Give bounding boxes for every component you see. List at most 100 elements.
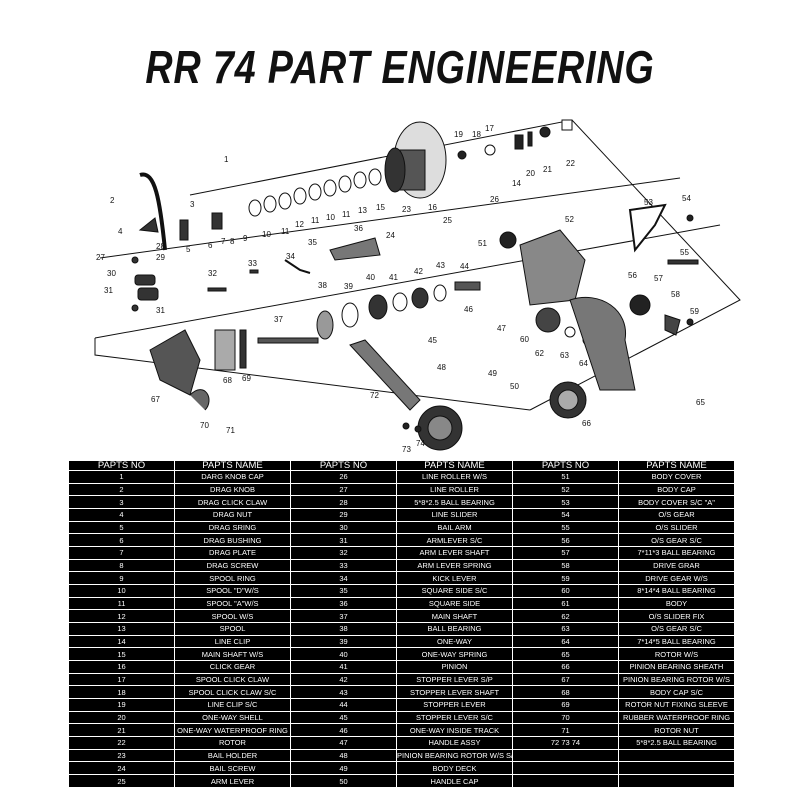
- part-name-cell: ROTOR: [174, 736, 291, 750]
- label-6: 9: [243, 234, 248, 243]
- label-56: 59: [690, 307, 699, 316]
- part-name-cell: RUBBER WATERPROOF RING: [618, 710, 735, 725]
- label-30: 2: [110, 196, 115, 205]
- label-70: 20: [526, 169, 535, 178]
- label-11c: 15: [376, 203, 385, 212]
- part-name-cell: KICK LEVER: [396, 571, 513, 586]
- part-name-cell: DRAG KNOB: [174, 482, 291, 497]
- label-47: 72: [370, 391, 379, 400]
- column-header: PAPTS NAME: [618, 460, 735, 471]
- part-number-cell: 33: [290, 558, 397, 573]
- part-name-cell: BALL BEARING: [396, 622, 513, 636]
- part-number-cell: 14: [68, 634, 175, 649]
- label-12: 10: [326, 213, 335, 222]
- part-name-cell: STOPPER LEVER S/C: [396, 710, 513, 725]
- part-number-cell: 64: [512, 634, 619, 649]
- label-59: 63: [560, 351, 569, 360]
- part-name-cell: STOPPER LEVER S/P: [396, 672, 513, 687]
- part-number-cell: 69: [512, 698, 619, 712]
- part-number-cell: 30: [290, 520, 397, 535]
- part-number-cell: 61: [512, 596, 619, 611]
- part-name-cell: DRAG PLATE: [174, 546, 291, 560]
- label-72: 19: [454, 130, 463, 139]
- label-40: 45: [428, 336, 437, 345]
- label-29: 4: [118, 227, 123, 236]
- label-36: 36: [354, 224, 363, 233]
- part-number-cell: [512, 761, 619, 776]
- part-number-cell: 24: [68, 761, 175, 776]
- part-name-cell: LINE SLIDER: [396, 508, 513, 522]
- label-69: 14: [512, 179, 521, 188]
- part-number-cell: 1: [68, 470, 175, 484]
- column-header: PAPTS NAME: [396, 460, 513, 471]
- part-name-cell: 7*11*3 BALL BEARING: [618, 546, 735, 560]
- part-name-cell: HANDLE CAP: [396, 774, 513, 788]
- label-4: 7: [221, 237, 226, 246]
- column-header: PAPTS NO: [68, 460, 175, 471]
- part-number-cell: 71: [512, 723, 619, 738]
- label-35: 35: [308, 238, 317, 247]
- spool-assembly: [248, 119, 573, 217]
- label-54: 56: [628, 271, 637, 280]
- rotor-assembly: [149, 281, 481, 411]
- label-31: 27: [96, 253, 105, 262]
- label-20: 68: [223, 376, 232, 385]
- label-13: 16: [428, 203, 437, 212]
- label-25: 31: [104, 286, 113, 295]
- part-name-cell: [618, 748, 735, 763]
- part-number-cell: 59: [512, 571, 619, 586]
- label-44: 49: [488, 369, 497, 378]
- part-name-cell: DRAG CLICK CLAW: [174, 495, 291, 510]
- part-number-cell: 29: [290, 508, 397, 522]
- part-name-cell: SPOOL "D"W/S: [174, 584, 291, 598]
- part-name-cell: LINE ROLLER W/S: [396, 470, 513, 484]
- part-name-cell: ROTOR W/S: [618, 647, 735, 662]
- part-name-cell: SQUARE SIDE: [396, 596, 513, 611]
- label-21: 69: [242, 374, 251, 383]
- exploded-parts-diagram: 1 2 3 4 5 6 7 8 9 10 11 12 11 10 11 13 1…: [94, 119, 741, 454]
- part-name-cell: BODY CAP S/C: [618, 685, 735, 700]
- part-name-cell: O/S GEAR: [618, 508, 735, 522]
- part-number-cell: 36: [290, 596, 397, 611]
- callout-labels: 1 2 3 4 5 6 7 8 9 10 11 12 11 10 11 13 1…: [96, 124, 705, 454]
- label-26: 30: [107, 269, 116, 278]
- label-73: 73: [402, 445, 411, 454]
- part-name-cell: BODY CAP: [618, 482, 735, 497]
- label-32: 32: [208, 269, 217, 278]
- label-5: 8: [230, 237, 235, 246]
- part-name-cell: ONE-WAY INSIDE TRACK: [396, 723, 513, 738]
- part-number-cell: 39: [290, 634, 397, 649]
- part-name-cell: O/S SLIDER FIX: [618, 609, 735, 624]
- part-name-cell: BODY: [618, 596, 735, 611]
- part-number-cell: 28: [290, 495, 397, 510]
- part-number-cell: 55: [512, 520, 619, 535]
- part-number-cell: 31: [290, 533, 397, 548]
- part-number-cell: 17: [68, 672, 175, 687]
- part-name-cell: O/S GEAR S/C: [618, 622, 735, 636]
- part-number-cell: 7: [68, 546, 175, 560]
- part-number-cell: [512, 748, 619, 763]
- label-16: 17: [485, 124, 494, 133]
- part-number-cell: 13: [68, 622, 175, 636]
- part-name-cell: DARG KNOB CAP: [174, 470, 291, 484]
- part-number-cell: 4: [68, 508, 175, 522]
- label-48: 47: [497, 324, 506, 333]
- part-number-cell: 9: [68, 571, 175, 586]
- part-name-cell: ONE-WAY: [396, 634, 513, 649]
- part-number-cell: 45: [290, 710, 397, 725]
- label-50: 51: [478, 239, 487, 248]
